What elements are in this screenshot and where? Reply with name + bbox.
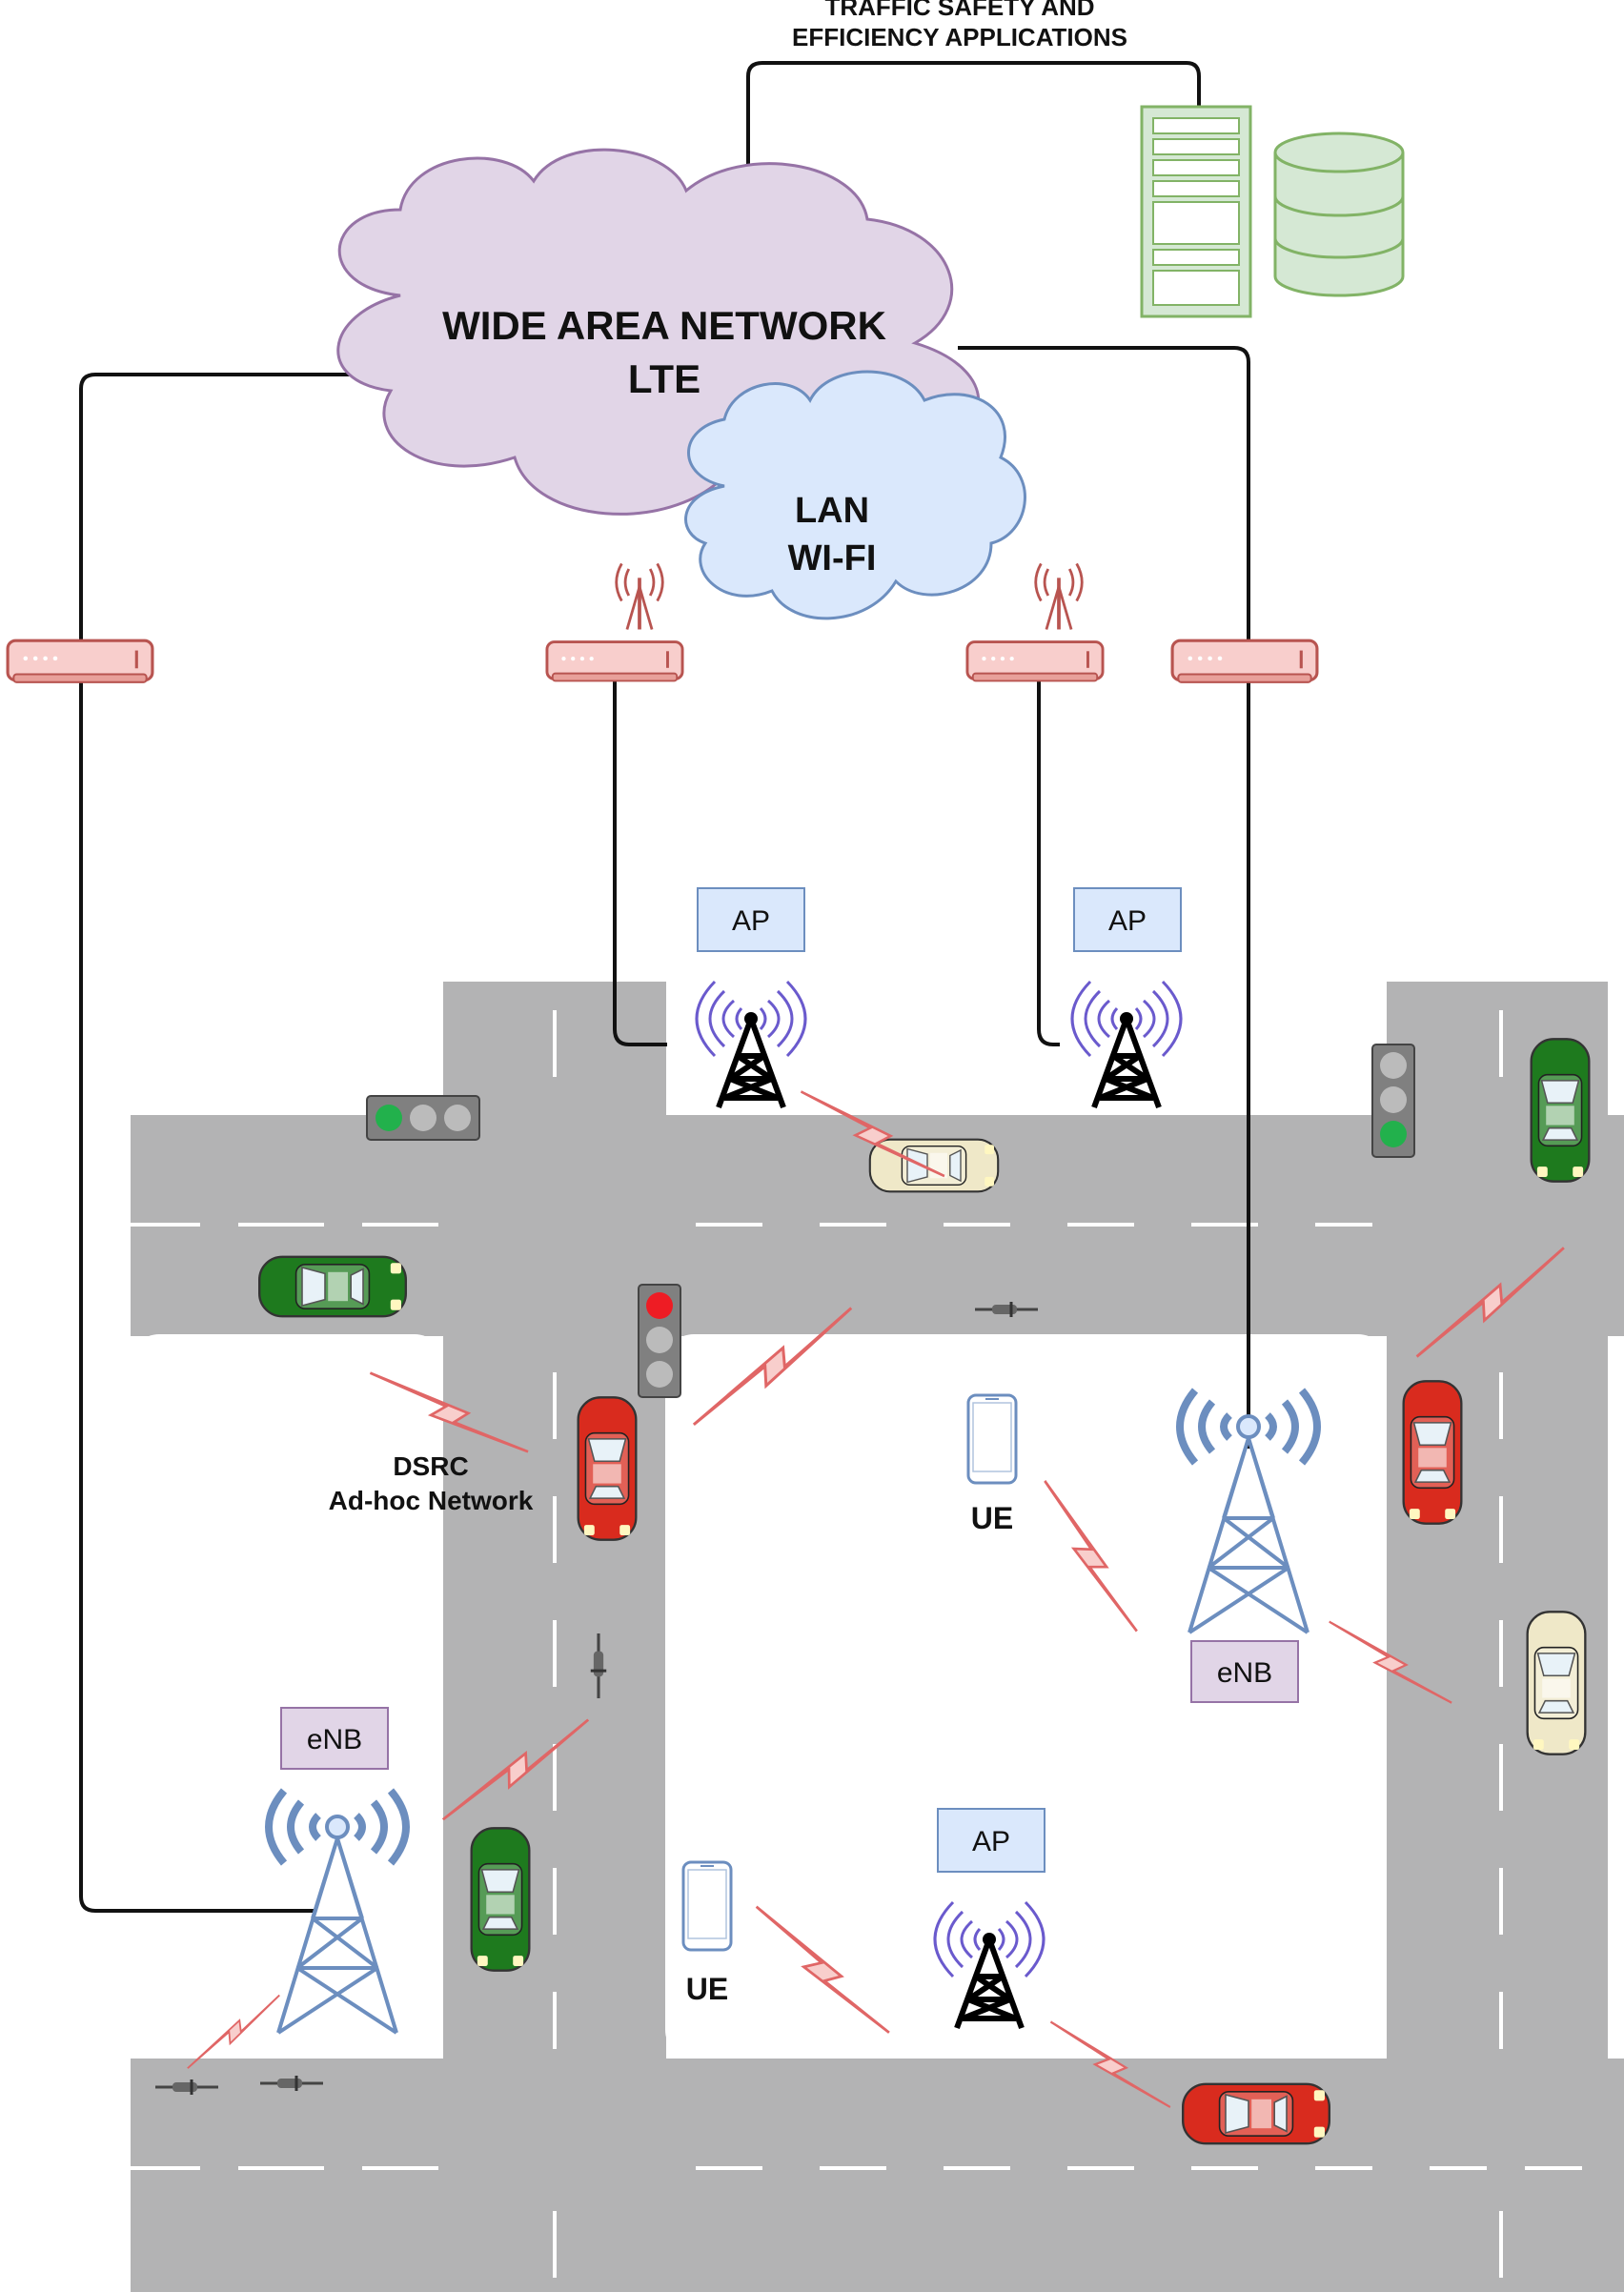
ap-label-box-1: AP: [697, 887, 805, 952]
router-icon-left: [6, 639, 154, 684]
car-icon-beige-right: [1526, 1611, 1587, 1755]
dsrc-label-line2: Ad-hoc Network: [329, 1486, 534, 1515]
wan-title-line1: WIDE AREA NETWORK: [442, 303, 886, 348]
ap-label-1: AP: [732, 905, 770, 937]
car-icon-green-lower-left: [470, 1827, 531, 1972]
car-icon-red-right: [1402, 1380, 1463, 1525]
city-block: [665, 1334, 1387, 2059]
ue-label-1: UE: [971, 1501, 1013, 1535]
phone-icon-2: [681, 1860, 733, 1952]
ue-label-2: UE: [686, 1972, 728, 2006]
traffic-light-icon-green-right: [1371, 1044, 1415, 1158]
lan-title-line2: WI-FI: [788, 538, 877, 578]
router-icon-right: [1170, 639, 1319, 684]
road-network: [131, 982, 1624, 2292]
enb-label-box-left: eNB: [280, 1707, 389, 1770]
ap-label-3: AP: [972, 1826, 1010, 1857]
block-lower-left: [131, 1334, 443, 2059]
ap-label-box-2: AP: [1073, 887, 1182, 952]
enb-label-left: eNB: [307, 1724, 362, 1755]
antenna-icon-2: [1036, 563, 1083, 629]
lan-title-line1: LAN: [795, 491, 869, 531]
car-icon-red-dsrc: [577, 1396, 638, 1541]
server-label-line1: TRAFFIC SAFETY AND: [824, 0, 1094, 21]
ap-label-2: AP: [1108, 905, 1147, 937]
traffic-light-icon-red: [638, 1284, 681, 1398]
road-lower: [131, 2059, 1624, 2292]
ap-label-box-3: AP: [937, 1808, 1045, 1873]
car-icon-green-upper-right: [1530, 1038, 1591, 1183]
car-icon-beige-upper: [868, 1138, 1000, 1193]
dsrc-label-line1: DSRC: [393, 1451, 468, 1481]
server-label-line2: EFFICIENCY APPLICATIONS: [792, 23, 1127, 51]
traffic-light-icon-green-left: [366, 1095, 480, 1141]
application-server: [1140, 105, 1252, 318]
wan-title-line2: LTE: [628, 356, 700, 401]
car-icon-green-upper-left: [257, 1255, 408, 1318]
database-icon: [1273, 132, 1405, 297]
router-icon-wifi-1: [545, 639, 684, 683]
car-icon-red-lower: [1181, 2082, 1331, 2145]
phone-icon-1: [966, 1393, 1018, 1485]
antenna-icon-1: [617, 563, 663, 629]
lan-cloud: LAN WI-FI: [684, 370, 1026, 620]
router-icon-wifi-2: [965, 639, 1105, 683]
backhaul-links: [79, 61, 1250, 1913]
enb-label-right: eNB: [1217, 1657, 1272, 1689]
enb-label-box-right: eNB: [1190, 1640, 1299, 1703]
